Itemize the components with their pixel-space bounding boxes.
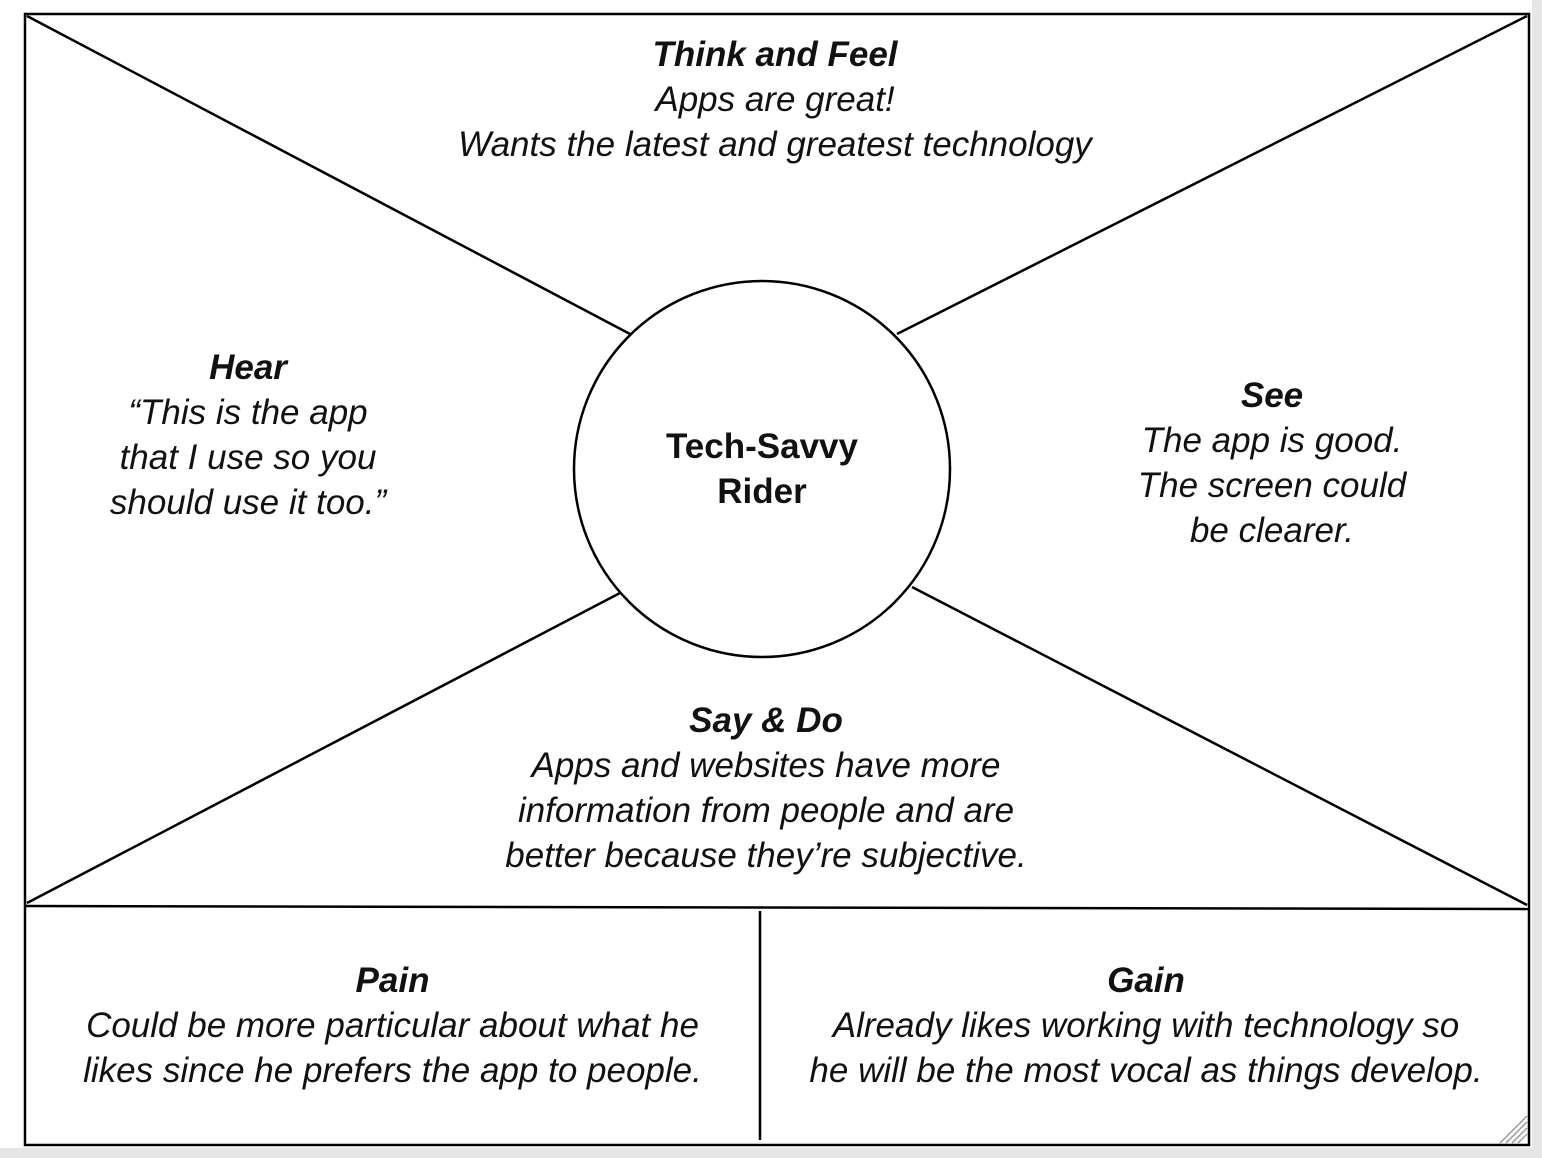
say-do-line: Apps and websites have more [531, 746, 1001, 785]
see-line: be clearer. [1189, 511, 1355, 550]
pain-line: Could be more particular about what he [86, 1006, 699, 1045]
persona-label: Tech-Savvy Rider [612, 424, 912, 514]
see-title: See [1240, 376, 1304, 415]
hear-section: Hear “This is the app that I use so you … [48, 345, 448, 525]
hear-line: that I use so you [119, 438, 377, 477]
persona-line-1: Tech-Savvy [666, 427, 858, 466]
think-feel-section: Think and Feel Apps are great! Wants the… [375, 32, 1175, 167]
gain-line: he will be the most vocal as things deve… [809, 1051, 1483, 1090]
see-line: The screen could [1137, 466, 1407, 505]
gain-title: Gain [1107, 961, 1185, 1000]
think-feel-line: Wants the latest and greatest technology [458, 125, 1092, 164]
say-do-section: Say & Do Apps and websites have more inf… [416, 698, 1116, 878]
say-do-title: Say & Do [689, 701, 843, 740]
horizontal-divider [24, 904, 1530, 911]
say-do-line: information from people and are [517, 791, 1015, 830]
resize-grip-icon[interactable] [1499, 1115, 1528, 1144]
hear-line: “This is the app [128, 393, 368, 432]
think-feel-line: Apps are great! [655, 80, 895, 119]
diagonal-top-left [26, 14, 631, 336]
diagonal-top-right [896, 14, 1528, 336]
say-do-line: better because they’re subjective. [505, 836, 1027, 875]
gain-section: Gain Already likes working with technolo… [765, 958, 1527, 1093]
hear-title: Hear [209, 348, 287, 387]
persona-line-2: Rider [717, 472, 807, 511]
see-section: See The app is good. The screen could be… [1072, 373, 1472, 553]
hear-line: should use it too.” [109, 483, 387, 522]
right-gutter [1532, 0, 1542, 1158]
pain-line: likes since he prefers the app to people… [83, 1051, 702, 1090]
pain-section: Pain Could be more particular about what… [30, 958, 755, 1093]
gain-line: Already likes working with technology so [832, 1006, 1460, 1045]
think-feel-title: Think and Feel [652, 35, 898, 74]
bottom-gutter [0, 1148, 1542, 1158]
diagonal-bottom-left [26, 591, 621, 905]
diagonal-bottom-right [911, 585, 1528, 907]
see-line: The app is good. [1141, 421, 1403, 460]
pain-title: Pain [355, 961, 430, 1000]
center-circle [572, 279, 952, 659]
